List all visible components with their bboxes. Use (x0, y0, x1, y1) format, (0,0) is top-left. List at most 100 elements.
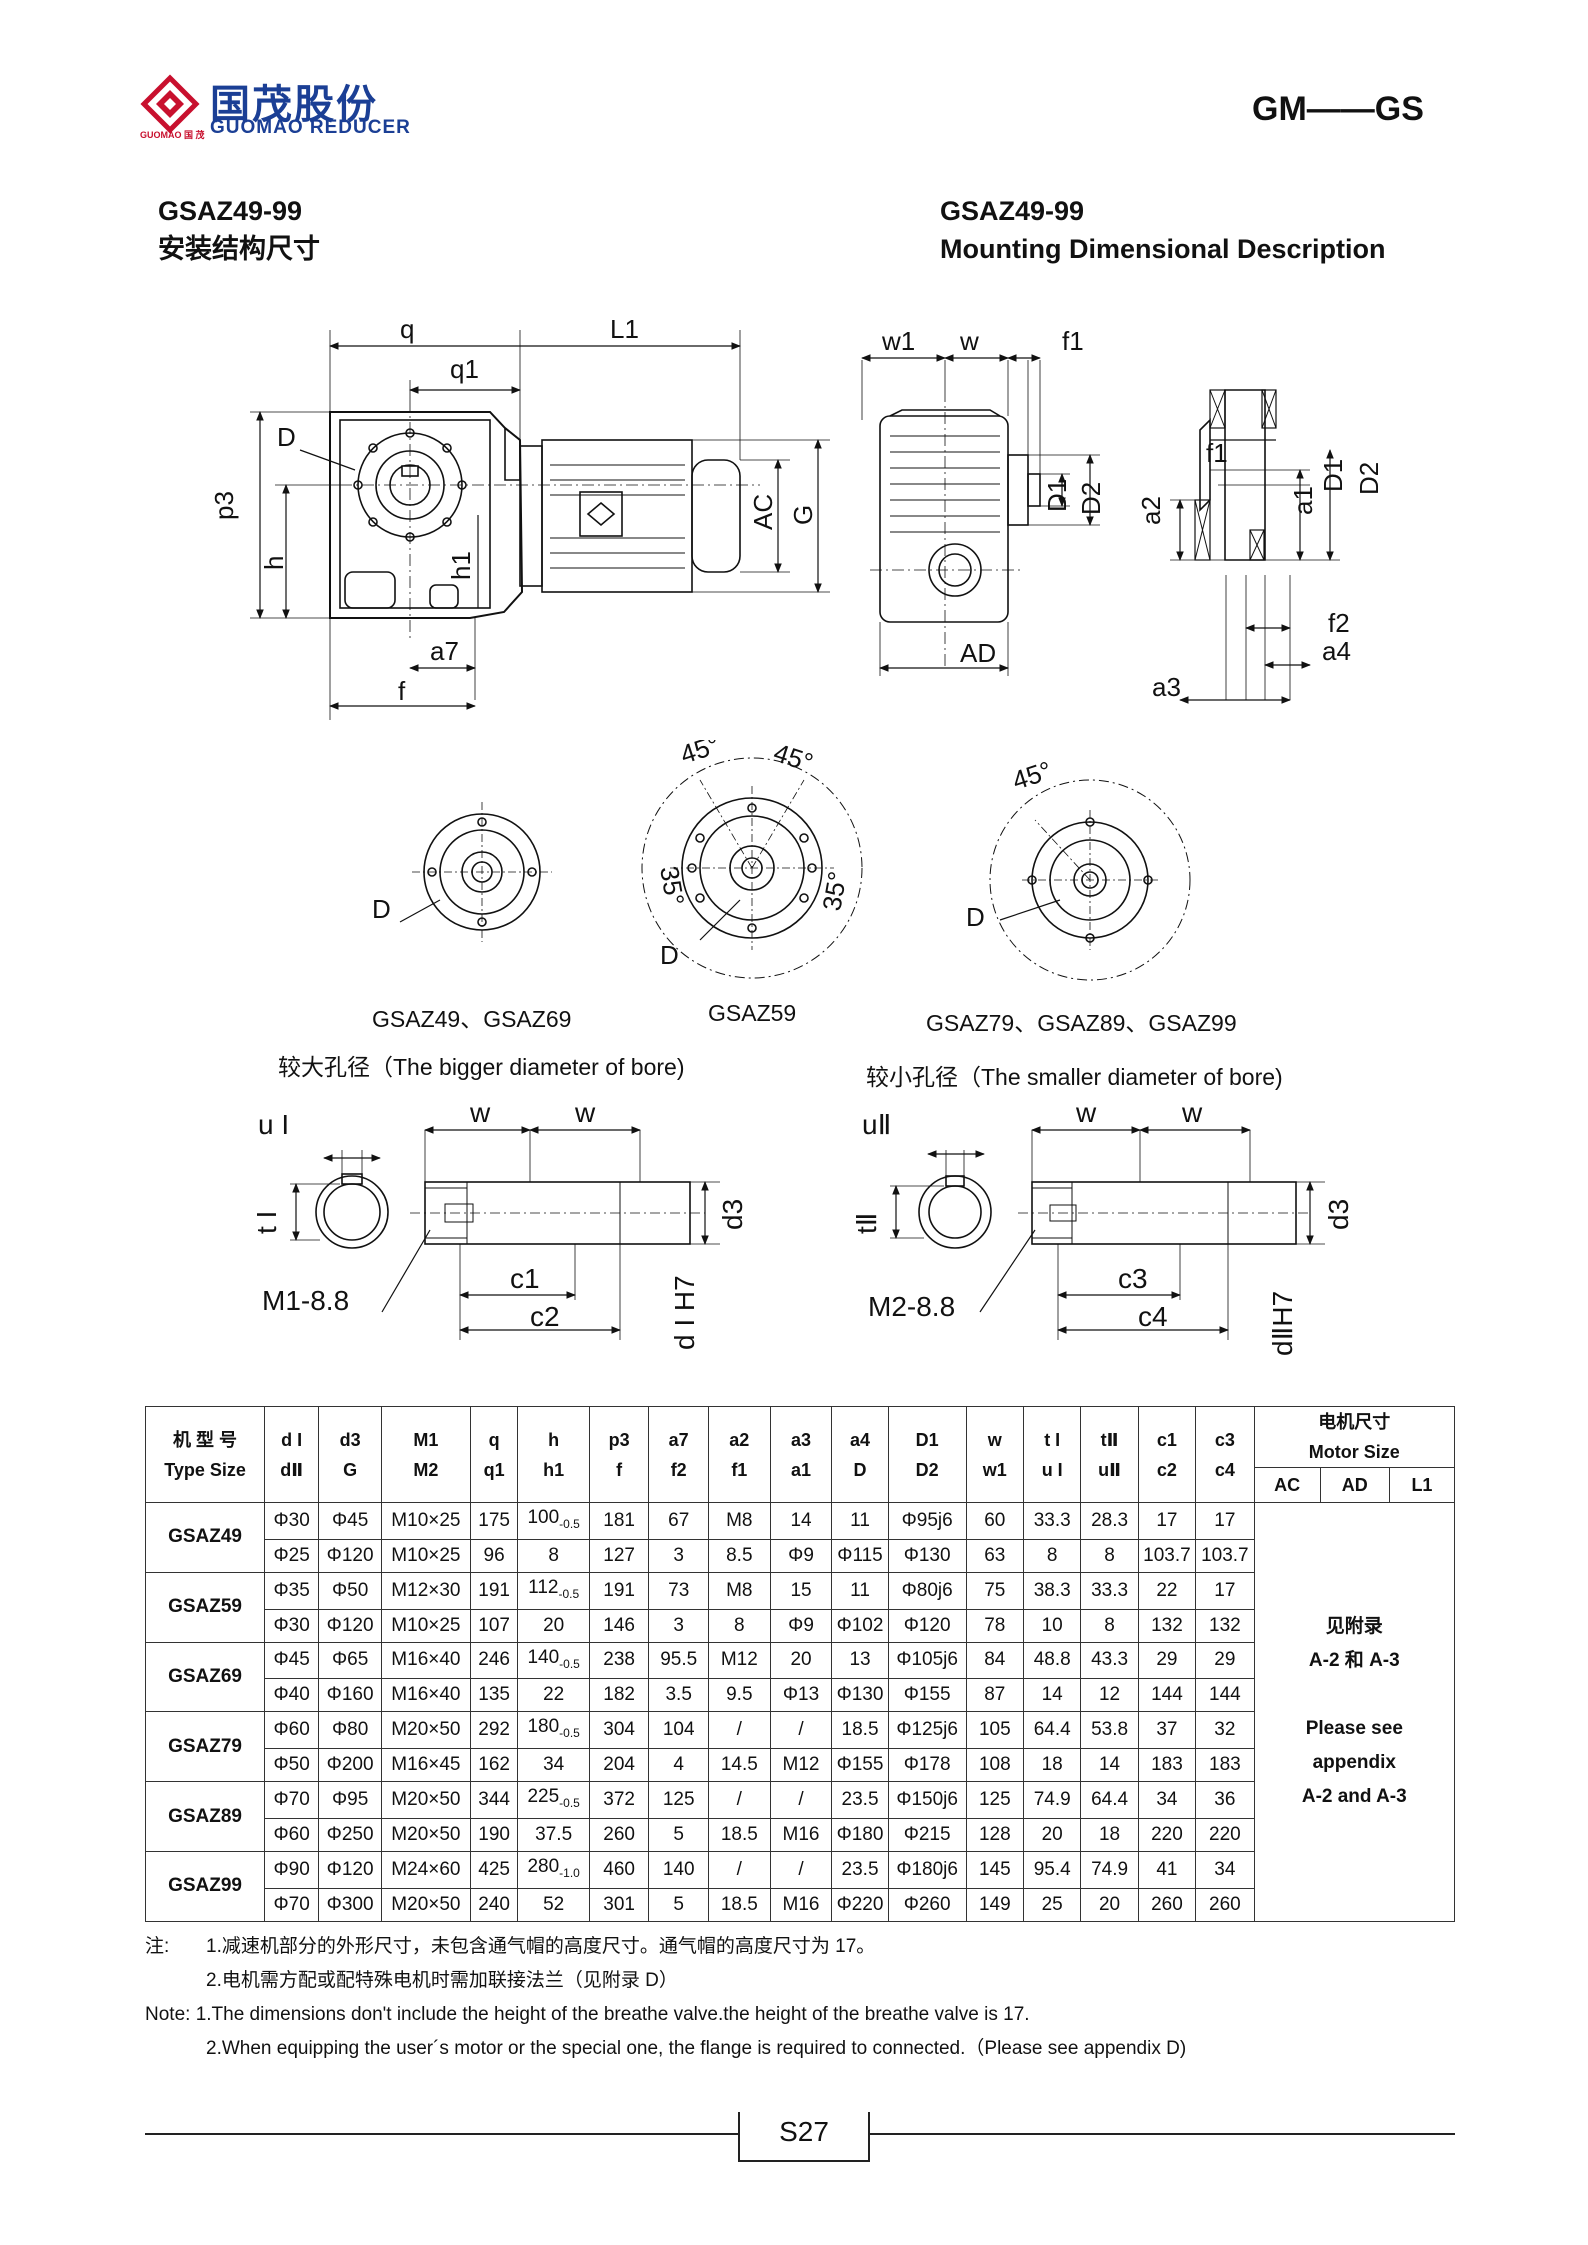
cell-tolerance: -0.5 (558, 1586, 580, 1601)
table-cell: 95.4 (1022, 1850, 1082, 1889)
table-cell: 52 (517, 1887, 590, 1922)
table-cell: 344 (469, 1781, 519, 1819)
label-c3: c3 (1118, 1263, 1148, 1294)
title-cn-model: GSAZ49-99 (158, 196, 303, 226)
table-cell: 22 (1137, 1571, 1197, 1610)
label-dII-H7: dⅡH7 (1267, 1291, 1298, 1356)
header-top-label: D1 (915, 1429, 939, 1450)
label-tI: t I (251, 1211, 282, 1234)
label-M1: M1-8.8 (262, 1285, 349, 1316)
cell-tolerance: -1.0 (559, 1865, 580, 1880)
table-cell: 425 (469, 1850, 519, 1889)
model-cell: GSAZ59 (144, 1571, 266, 1643)
table-cell: Φ45 (318, 1502, 383, 1540)
table-cell: 9.5 (707, 1678, 771, 1713)
header-bottom-label: f (616, 1459, 623, 1480)
header-top-label: a3 (791, 1429, 812, 1450)
label-w: w (959, 326, 979, 356)
table-cell: Φ130 (831, 1678, 889, 1713)
label-p3: p3 (209, 491, 239, 520)
table-cell: 191 (588, 1571, 650, 1610)
table-cell: 48.8 (1022, 1641, 1082, 1680)
label-f1-detail: f1 (1206, 438, 1228, 468)
table-cell: 33.3 (1080, 1571, 1139, 1610)
label-f1: f1 (1062, 326, 1084, 356)
table-cell: Φ300 (318, 1887, 383, 1922)
table-cell: M12×30 (381, 1571, 471, 1610)
table-cell: 73 (648, 1571, 709, 1610)
table-cell: 20 (517, 1608, 590, 1643)
header-top-label: a7 (668, 1429, 689, 1450)
table-cell: 33.3 (1022, 1502, 1082, 1540)
caption-flange-right: GSAZ79、GSAZ89、GSAZ99 (926, 1010, 1237, 1036)
table-cell: 8 (1080, 1608, 1139, 1643)
table-cell: 8 (707, 1608, 771, 1643)
label-angle-45-a: 45° (677, 740, 724, 770)
header-top-label: c1 (1156, 1429, 1177, 1450)
table-cell: 29 (1137, 1641, 1197, 1680)
table-cell: Φ70 (264, 1887, 320, 1922)
table-cell: 140-0.5 (517, 1641, 590, 1680)
table-cell: 78 (965, 1608, 1025, 1643)
flange-left (399, 802, 552, 942)
table-cell: 132 (1137, 1608, 1197, 1643)
table-cell: Φ90 (264, 1850, 320, 1889)
table-cell: 8 (1080, 1538, 1139, 1573)
model-cell: GSAZ49 (144, 1502, 266, 1573)
table-cell: 64.4 (1022, 1711, 1082, 1750)
header-bottom-label: w1 (982, 1459, 1007, 1480)
logo-mark-icon (140, 74, 200, 134)
table-cell: 14.5 (707, 1748, 771, 1783)
table-cell: 183 (1137, 1748, 1197, 1783)
table-cell: Φ160 (318, 1678, 383, 1713)
table-cell: 75 (965, 1571, 1025, 1610)
table-cell: 74.9 (1022, 1781, 1082, 1819)
table-cell: 3 (648, 1608, 709, 1643)
table-cell: 60 (965, 1502, 1025, 1540)
motor-note-line: Please see (1305, 1717, 1403, 1739)
table-cell: 127 (588, 1538, 650, 1573)
table-cell: / (707, 1711, 771, 1750)
model-cell: GSAZ89 (144, 1781, 266, 1852)
table-cell: Φ155 (831, 1748, 889, 1783)
table-cell: / (769, 1850, 833, 1889)
table-cell: 18 (1080, 1817, 1139, 1852)
table-cell: 107 (469, 1608, 519, 1643)
table-cell: 38.3 (1022, 1571, 1082, 1610)
table-cell: 25 (1022, 1887, 1082, 1922)
table-cell: 5 (648, 1817, 709, 1852)
table-cell: 246 (469, 1641, 519, 1680)
table-cell: Φ30 (264, 1502, 320, 1540)
table-cell: 43.3 (1080, 1641, 1139, 1680)
table-cell: Φ25 (264, 1538, 320, 1573)
logo-chinese: 国茂股份 (210, 83, 378, 127)
table-cell: 37 (1137, 1711, 1197, 1750)
label-d3-right: d3 (1323, 1199, 1354, 1230)
table-cell: Φ9 (769, 1538, 833, 1573)
label-G: G (788, 505, 818, 525)
label-w-bore-left-b: w (574, 1097, 596, 1128)
table-cell: / (707, 1781, 771, 1819)
page-number: S27 (738, 2112, 870, 2162)
model-cell: GSAZ99 (144, 1850, 266, 1922)
label-AD: AD (960, 638, 996, 668)
cell-tolerance: -0.5 (559, 1795, 580, 1810)
table-cell: 260 (1195, 1887, 1255, 1922)
cell-value: 112 (528, 1576, 559, 1598)
bore-right-section (890, 1150, 992, 1249)
shaft-detail-view (1170, 389, 1340, 704)
cell-tolerance: -0.5 (559, 1656, 580, 1671)
table-cell: 18.5 (707, 1887, 771, 1922)
cell-value: 140 (527, 1646, 560, 1668)
header-top-label: a2 (729, 1429, 750, 1450)
